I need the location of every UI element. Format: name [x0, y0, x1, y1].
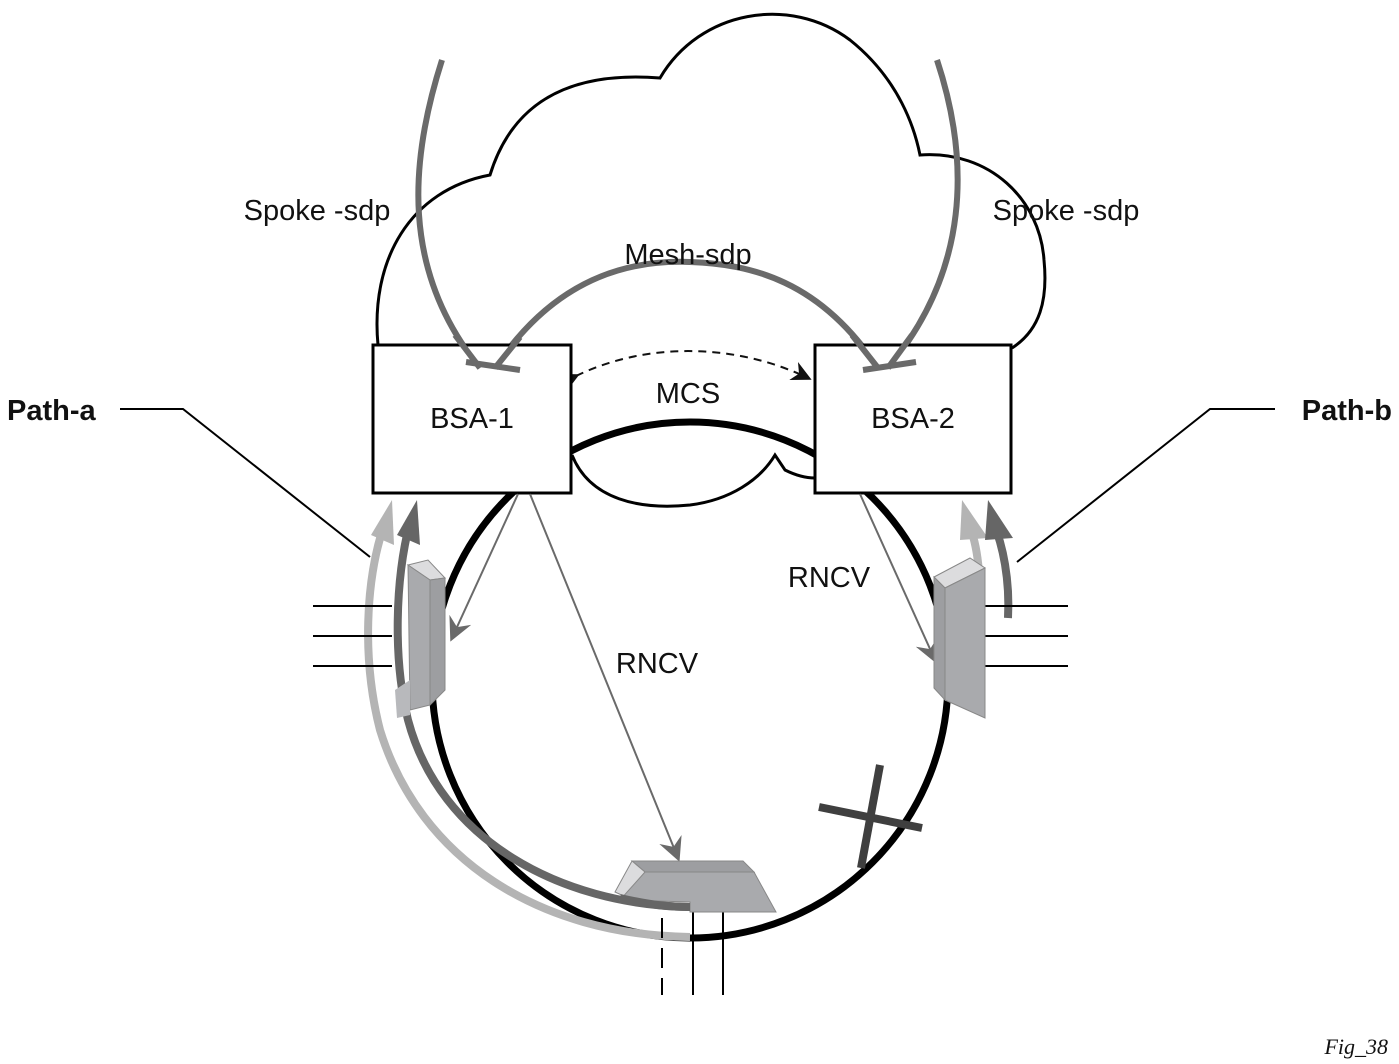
path-a-dark-tail [619, 894, 691, 911]
path-a-dark-arrowhead [397, 500, 420, 545]
figure-id: Fig_38 [1323, 1034, 1388, 1059]
mesh-right-tail [849, 333, 881, 370]
left-access-device[interactable] [313, 559, 447, 718]
mcs-link [557, 350, 812, 392]
spoke-sdp-left [415, 59, 483, 370]
rncv-arrow-left-device [449, 493, 519, 642]
spoke-sdp-right-label: Spoke -sdp [993, 195, 1140, 227]
link-failure-x-icon [818, 764, 923, 869]
mesh-sdp-label: Mesh-sdp [624, 239, 751, 271]
path-a-label: Path-a [7, 395, 97, 427]
rncv-right-label: RNCV [788, 562, 871, 594]
right-access-device[interactable] [933, 557, 1068, 719]
path-b-callout-line [1016, 408, 1275, 563]
rncv-arrow-right-device [859, 493, 938, 664]
path-b-light-arrowhead [960, 500, 988, 540]
path-a-light-arrow [364, 520, 691, 941]
spoke-sdp-right [885, 59, 961, 370]
spoke-right-tail [885, 333, 915, 370]
path-b-label: Path-b [1302, 395, 1392, 427]
spoke-sdp-left-label: Spoke -sdp [244, 195, 391, 227]
path-a-light-arrowhead [371, 500, 394, 545]
rncv-arrow-bottom-device [529, 493, 682, 862]
mesh-left-tail [492, 335, 523, 370]
path-a-callout-line [120, 408, 371, 558]
path-a-dark-arrow [393, 520, 691, 911]
spoke-left-tail [452, 333, 483, 370]
bsa-1-node[interactable] [371, 343, 573, 495]
bottom-access-device[interactable] [614, 860, 777, 995]
rncv-center-label: RNCV [616, 648, 699, 680]
bsa-2-label: BSA-2 [871, 403, 955, 435]
path-b-dark-arrowhead [985, 500, 1013, 540]
bsa-1-label: BSA-1 [430, 403, 514, 435]
mcs-label: MCS [656, 378, 720, 410]
bsa-2-node[interactable] [813, 343, 1013, 495]
mesh-sdp [492, 258, 881, 370]
network-cloud [375, 12, 1047, 508]
